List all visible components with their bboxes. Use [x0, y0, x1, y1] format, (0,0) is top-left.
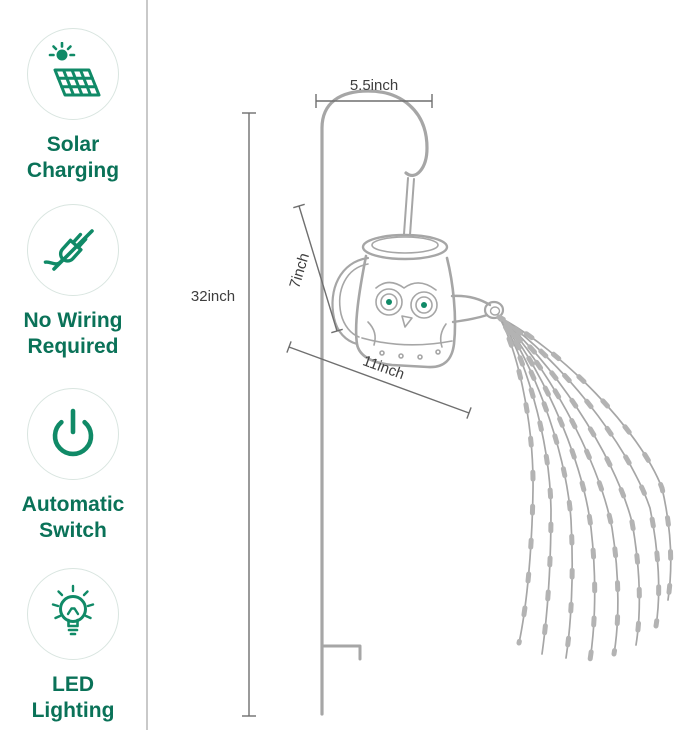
feature-label-line1: LED: [52, 673, 94, 696]
feature-automatic-switch: Automatic Switch: [0, 388, 146, 543]
dimension-label-can-height: 7inch: [286, 251, 313, 290]
hook-pole: [320, 89, 429, 716]
product-illustration: 5.5inch 32inch 7inch 11inch: [191, 77, 674, 717]
shepherd-hook: [320, 89, 429, 716]
can-body: [354, 254, 457, 369]
feature-label-line1: Solar: [46, 133, 100, 156]
feature-label-automatic-switch: Automatic Switch: [0, 492, 146, 543]
feature-label-line2: Lighting: [31, 698, 115, 722]
solar-charging-icon-circle: [27, 28, 119, 120]
solar-panel-disc: [361, 233, 449, 261]
can-handle: [331, 256, 370, 346]
feature-label-line1: No Wiring: [23, 309, 123, 332]
feature-label-line2: Switch: [39, 518, 107, 542]
vertical-divider: [146, 0, 148, 730]
feature-label-led-lighting: LED Lighting: [0, 672, 146, 723]
solar-panel-sun-icon: [48, 42, 101, 97]
owl-pattern: [361, 281, 453, 360]
dimension-hook-width: 5.5inch: [315, 77, 433, 108]
feature-label-no-wiring: No Wiring Required: [0, 308, 146, 359]
automatic-switch-icon-circle: [27, 388, 119, 480]
feature-label-solar-charging: Solar Charging: [0, 132, 146, 183]
dimension-label-hook-width: 5.5inch: [350, 77, 398, 94]
feature-no-wiring: No Wiring Required: [0, 204, 146, 359]
feature-sidebar: Solar Charging No Wiring Required: [0, 0, 146, 730]
can-spout: [450, 294, 505, 324]
dimension-spread-width: 11inch: [286, 341, 472, 419]
power-switch-icon: [52, 408, 94, 457]
led-beads: [496, 314, 674, 663]
hanging-strap: [403, 177, 415, 236]
no-wiring-plug-icon: [43, 229, 94, 271]
dimension-label-pole-height: 32inch: [191, 288, 235, 305]
dimension-pole-height: 32inch: [191, 112, 256, 717]
feature-label-line1: Automatic: [21, 493, 125, 516]
feature-label-line2: Charging: [26, 158, 120, 182]
feature-led-lighting: LED Lighting: [0, 568, 146, 723]
led-bulb-icon: [51, 584, 95, 636]
watering-can: [331, 233, 505, 369]
feature-label-line2: Required: [27, 334, 119, 358]
no-wiring-icon-circle: [27, 204, 119, 296]
feature-solar-charging: Solar Charging: [0, 28, 146, 183]
pole-foot-step: [322, 644, 362, 661]
led-lighting-icon-circle: [27, 568, 119, 660]
led-light-strands: [496, 314, 674, 663]
